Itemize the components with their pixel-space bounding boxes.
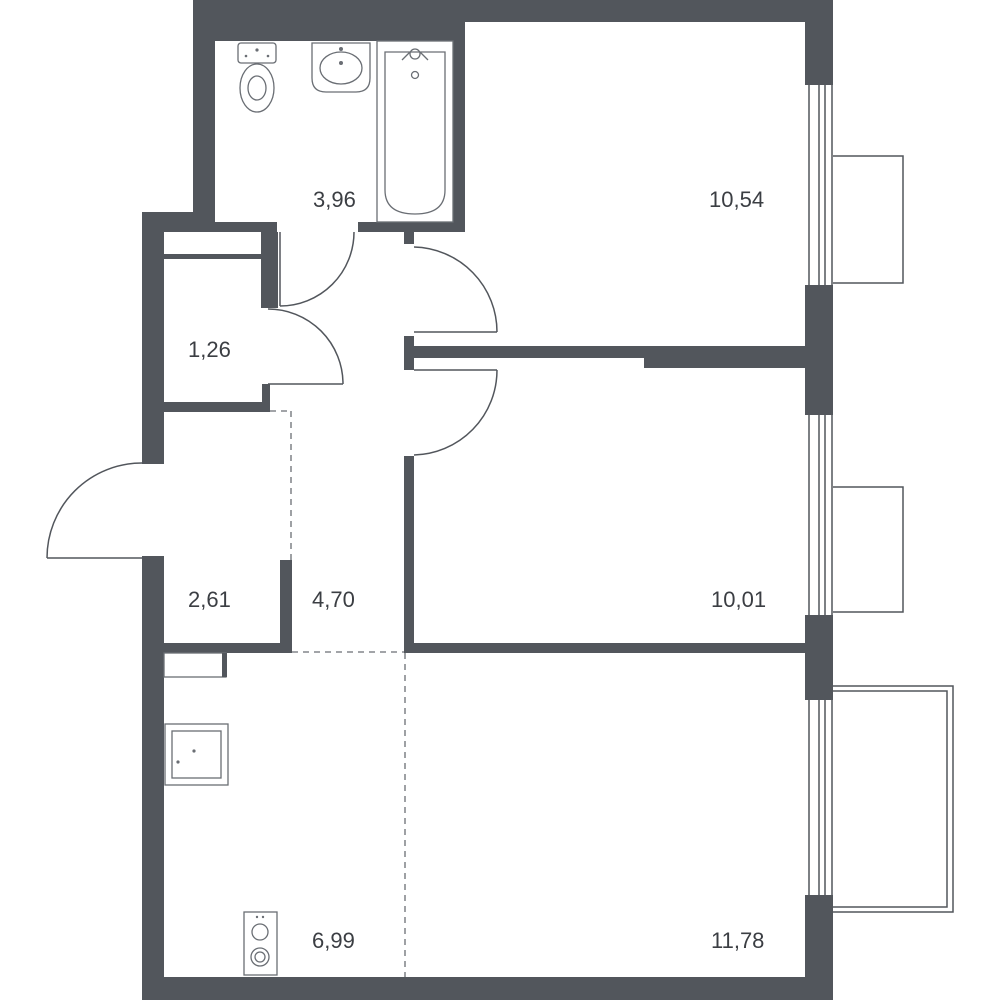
bathtub-icon xyxy=(376,40,454,223)
area-bedroom-top: 10,54 xyxy=(709,187,764,212)
toilet-icon xyxy=(237,42,277,113)
door-bedroom-top xyxy=(413,246,498,333)
door-bathroom xyxy=(279,231,355,307)
window-bedroom-middle xyxy=(808,415,833,615)
balconies xyxy=(833,155,954,913)
interior-walls xyxy=(163,20,809,678)
window-living-room xyxy=(808,700,833,895)
zone-boundaries xyxy=(270,410,406,977)
door-bedroom-middle xyxy=(413,369,498,456)
stove-icon xyxy=(243,911,278,976)
area-living-room: 11,78 xyxy=(711,928,764,953)
area-bathroom: 3,96 xyxy=(313,187,356,212)
area-entrance-hall: 2,61 xyxy=(188,587,231,612)
washbasin-icon xyxy=(311,42,371,93)
area-corridor: 4,70 xyxy=(312,587,355,612)
area-kitchen: 6,99 xyxy=(312,928,355,953)
windows xyxy=(808,85,833,895)
area-closet: 1,26 xyxy=(188,337,231,362)
window-bedroom-top xyxy=(808,85,833,285)
kitchen-sink-icon xyxy=(164,723,229,786)
exterior-walls xyxy=(142,0,833,1000)
door-closet xyxy=(267,308,344,385)
door-entrance xyxy=(46,458,164,562)
area-bedroom-middle: 10,01 xyxy=(711,587,766,612)
doors xyxy=(46,231,498,562)
room-labels: 3,96 10,54 1,26 2,61 4,70 10,01 6,99 11,… xyxy=(188,187,766,953)
